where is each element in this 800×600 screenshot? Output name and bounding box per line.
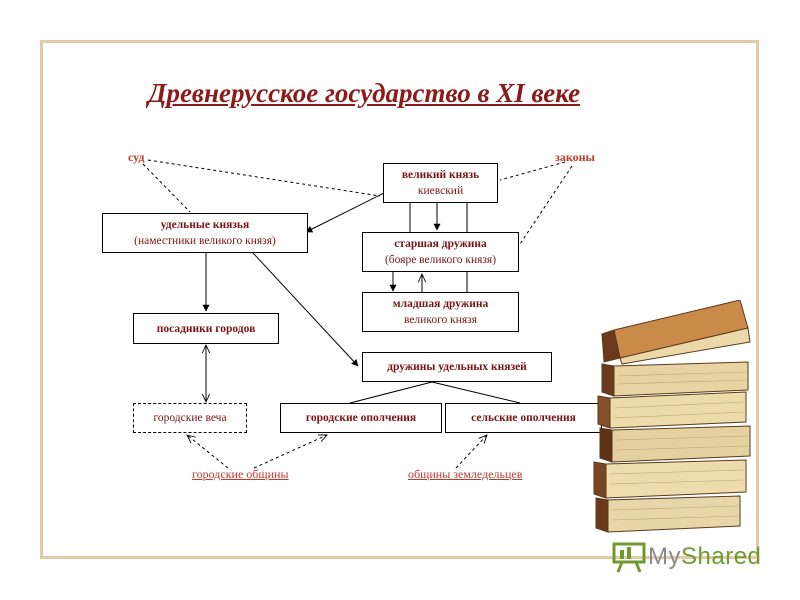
link-appanage-druzhinas <box>252 252 359 367</box>
node-junior-druzhina-subtitle: великого князя <box>403 314 478 326</box>
node-junior-druzhina-title: младшая дружина <box>392 298 489 310</box>
label-court: суд <box>128 150 145 164</box>
node-grand-prince-subtitle: киевский <box>417 185 464 197</box>
node-appanage-princes: удельные князья (наместники великого кня… <box>102 213 308 253</box>
node-city-militia: городские ополчения <box>280 403 442 433</box>
label-laws: законы <box>555 150 595 164</box>
link-grand-appanage <box>305 192 385 233</box>
link-urban-veche <box>187 435 229 469</box>
node-city-governors-title: посадники городов <box>156 322 256 335</box>
books-stack-illustration <box>593 300 751 533</box>
node-junior-druzhina: младшая дружина великого князя <box>362 292 519 332</box>
community-farmers: общины земледельцев <box>408 467 523 481</box>
node-city-veche-title: городские веча <box>153 412 227 424</box>
node-appanage-druzhinas: дружины удельных князей <box>362 352 552 382</box>
link-druzhinas-city <box>349 381 433 404</box>
logo-text-my: My <box>648 543 681 570</box>
link-court-appanage <box>142 163 191 213</box>
logo-text-shared: Shared <box>681 543 762 570</box>
node-appanage-princes-subtitle: (наместники великого князя) <box>134 235 276 247</box>
node-senior-druzhina-title: старшая дружина <box>394 238 487 250</box>
node-grand-prince: великий князь киевский <box>383 163 498 203</box>
node-city-militia-title: городские ополчения <box>305 412 417 424</box>
node-appanage-druzhinas-title: дружины удельных князей <box>387 361 527 373</box>
link-laws-senior <box>517 165 573 248</box>
link-court-grand <box>147 159 381 197</box>
node-rural-militia: сельские ополчения <box>445 403 602 433</box>
node-senior-druzhina: старшая дружина (бояре великого князя) <box>362 232 519 272</box>
community-urban: городские общины <box>192 467 289 481</box>
presentation-board-icon <box>612 542 646 573</box>
link-laws-grand <box>499 161 566 181</box>
node-city-veche: городские веча <box>133 403 247 433</box>
node-city-governors: посадники городов <box>133 313 279 344</box>
link-urban-militia <box>253 435 327 469</box>
node-appanage-princes-title: удельные князья <box>160 219 250 231</box>
myshared-logo: MyShared <box>612 540 761 574</box>
node-senior-druzhina-subtitle: (бояре великого князя) <box>384 254 497 266</box>
link-farmers-rural <box>455 435 487 469</box>
link-druzhinas-rural <box>431 381 521 404</box>
node-rural-militia-title: сельские ополчения <box>471 412 576 424</box>
slide-title: Древнерусское государство в XI веке <box>148 78 581 108</box>
node-grand-prince-title: великий князь <box>401 169 480 181</box>
logo-text: MyShared <box>648 543 761 571</box>
